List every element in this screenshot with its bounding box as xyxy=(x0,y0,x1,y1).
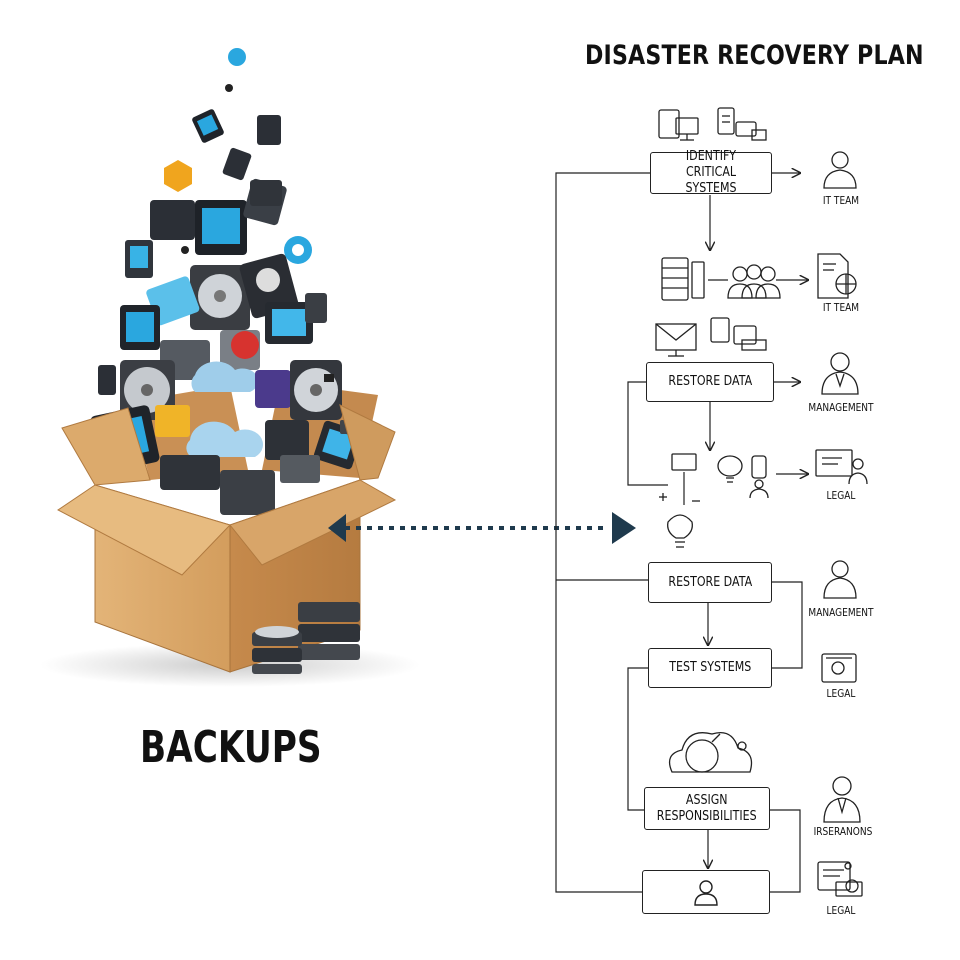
manager-icon xyxy=(821,352,859,395)
step-assign-responsibilities: ASSIGN RESPONSIBILITIES xyxy=(644,787,770,830)
office-equipment-icon xyxy=(717,107,767,141)
step-test-systems: TEST SYSTEMS xyxy=(648,648,772,688)
person-icon xyxy=(694,880,718,906)
cloud-sync-icon xyxy=(668,731,753,773)
step-final-person xyxy=(642,870,770,914)
legal-presentation-icon xyxy=(815,449,868,485)
businessman-icon xyxy=(823,776,861,823)
legal-document-icon xyxy=(821,653,857,683)
role-management-1: MANAGEMENT xyxy=(808,401,874,414)
manager-icon-2 xyxy=(823,560,857,599)
step-test-label: TEST SYSTEMS xyxy=(668,660,752,675)
role-legal-1: LEGAL xyxy=(826,489,856,502)
step-restore-1-label: RESTORE DATA xyxy=(668,374,752,389)
step-assign-label: ASSIGN RESPONSIBILITIES xyxy=(657,792,757,824)
flow-connectors xyxy=(555,173,808,893)
group-icon xyxy=(727,264,781,299)
idea-bulb-icon xyxy=(659,493,700,548)
role-it-team-1: IT TEAM xyxy=(822,194,860,207)
step-restore-2-label: RESTORE DATA xyxy=(668,574,752,590)
diagram-title: DISASTER RECOVERY PLAN xyxy=(585,40,924,71)
device-pile xyxy=(90,48,363,515)
computer-devices-icon xyxy=(658,109,699,141)
legal-certificate-icon xyxy=(817,861,863,897)
server-rack-icon xyxy=(661,257,705,301)
role-management-2: MANAGEMENT xyxy=(808,606,874,619)
lightbulb-icon xyxy=(717,455,743,483)
backups-label: BACKUPS xyxy=(140,722,322,773)
monitor-icon xyxy=(671,453,697,471)
step-identify-critical-systems: IDENTIFY CRITICAL SYSTEMS xyxy=(650,149,772,196)
backup-connector xyxy=(328,512,636,544)
drive-stack xyxy=(252,602,360,674)
role-legal-2: LEGAL xyxy=(826,687,856,700)
office-devices-icon xyxy=(710,317,767,351)
step-identify-label: IDENTIFY CRITICAL SYSTEMS xyxy=(685,149,737,196)
step-restore-data-2: RESTORE DATA xyxy=(648,562,772,603)
user-icon xyxy=(823,151,857,189)
role-irseranons: IRSERANONS xyxy=(813,825,873,838)
role-legal-3: LEGAL xyxy=(826,904,856,917)
email-icon xyxy=(655,323,697,357)
role-it-team-2: IT TEAM xyxy=(822,301,860,314)
backup-box-illustration xyxy=(40,48,420,687)
document-globe-icon xyxy=(817,253,857,299)
device-person-icon xyxy=(749,455,769,499)
step-restore-data-1: RESTORE DATA xyxy=(646,362,774,402)
